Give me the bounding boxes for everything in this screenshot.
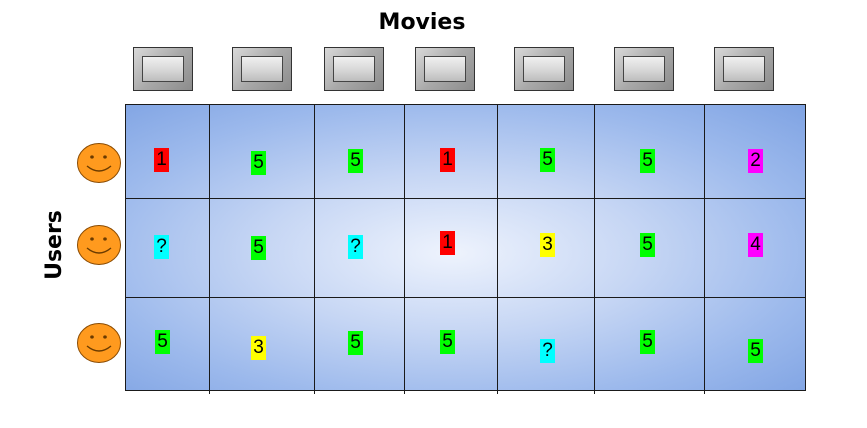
rating-cell: ?	[540, 339, 555, 363]
rating-cell: 5	[251, 236, 266, 260]
ratings-matrix	[125, 104, 806, 391]
tv-icon	[232, 47, 292, 91]
rating-cell: 5	[540, 148, 555, 172]
smiley-face-icon	[77, 225, 121, 265]
rating-cell: ?	[348, 235, 363, 259]
rating-cell: 5	[251, 151, 266, 175]
movies-title: Movies	[378, 10, 466, 35]
rating-cell: 5	[348, 331, 363, 355]
rating-cell: 1	[440, 231, 455, 255]
smiley-face-icon	[77, 323, 121, 363]
tv-icon	[324, 47, 384, 91]
grid-row-divider	[125, 297, 806, 298]
users-title: Users	[42, 210, 67, 280]
tv-icon	[614, 47, 674, 91]
grid-column-divider	[497, 104, 498, 394]
rating-cell: 3	[251, 336, 266, 360]
rating-cell: 5	[440, 330, 455, 354]
rating-cell: 5	[640, 233, 655, 257]
rating-cell: 1	[154, 148, 169, 172]
rating-cell: 5	[640, 149, 655, 173]
grid-column-divider	[314, 104, 315, 394]
tv-icon	[714, 47, 774, 91]
grid-column-divider	[404, 104, 405, 394]
smiley-face-icon	[77, 143, 121, 183]
rating-cell: ?	[154, 235, 169, 259]
rating-cell: 3	[540, 233, 555, 257]
tv-icon	[415, 47, 475, 91]
grid-column-divider	[209, 104, 210, 394]
rating-cell: 5	[640, 330, 655, 354]
rating-cell: 4	[748, 233, 763, 257]
rating-cell: 5	[748, 339, 763, 363]
rating-cell: 5	[155, 330, 170, 354]
grid-column-divider	[704, 104, 705, 394]
tv-icon	[514, 47, 574, 91]
grid-column-divider	[594, 104, 595, 394]
rating-cell: 5	[348, 149, 363, 173]
grid-row-divider	[125, 198, 806, 199]
rating-cell: 2	[748, 149, 763, 173]
rating-cell: 1	[440, 148, 455, 172]
tv-icon	[133, 47, 193, 91]
